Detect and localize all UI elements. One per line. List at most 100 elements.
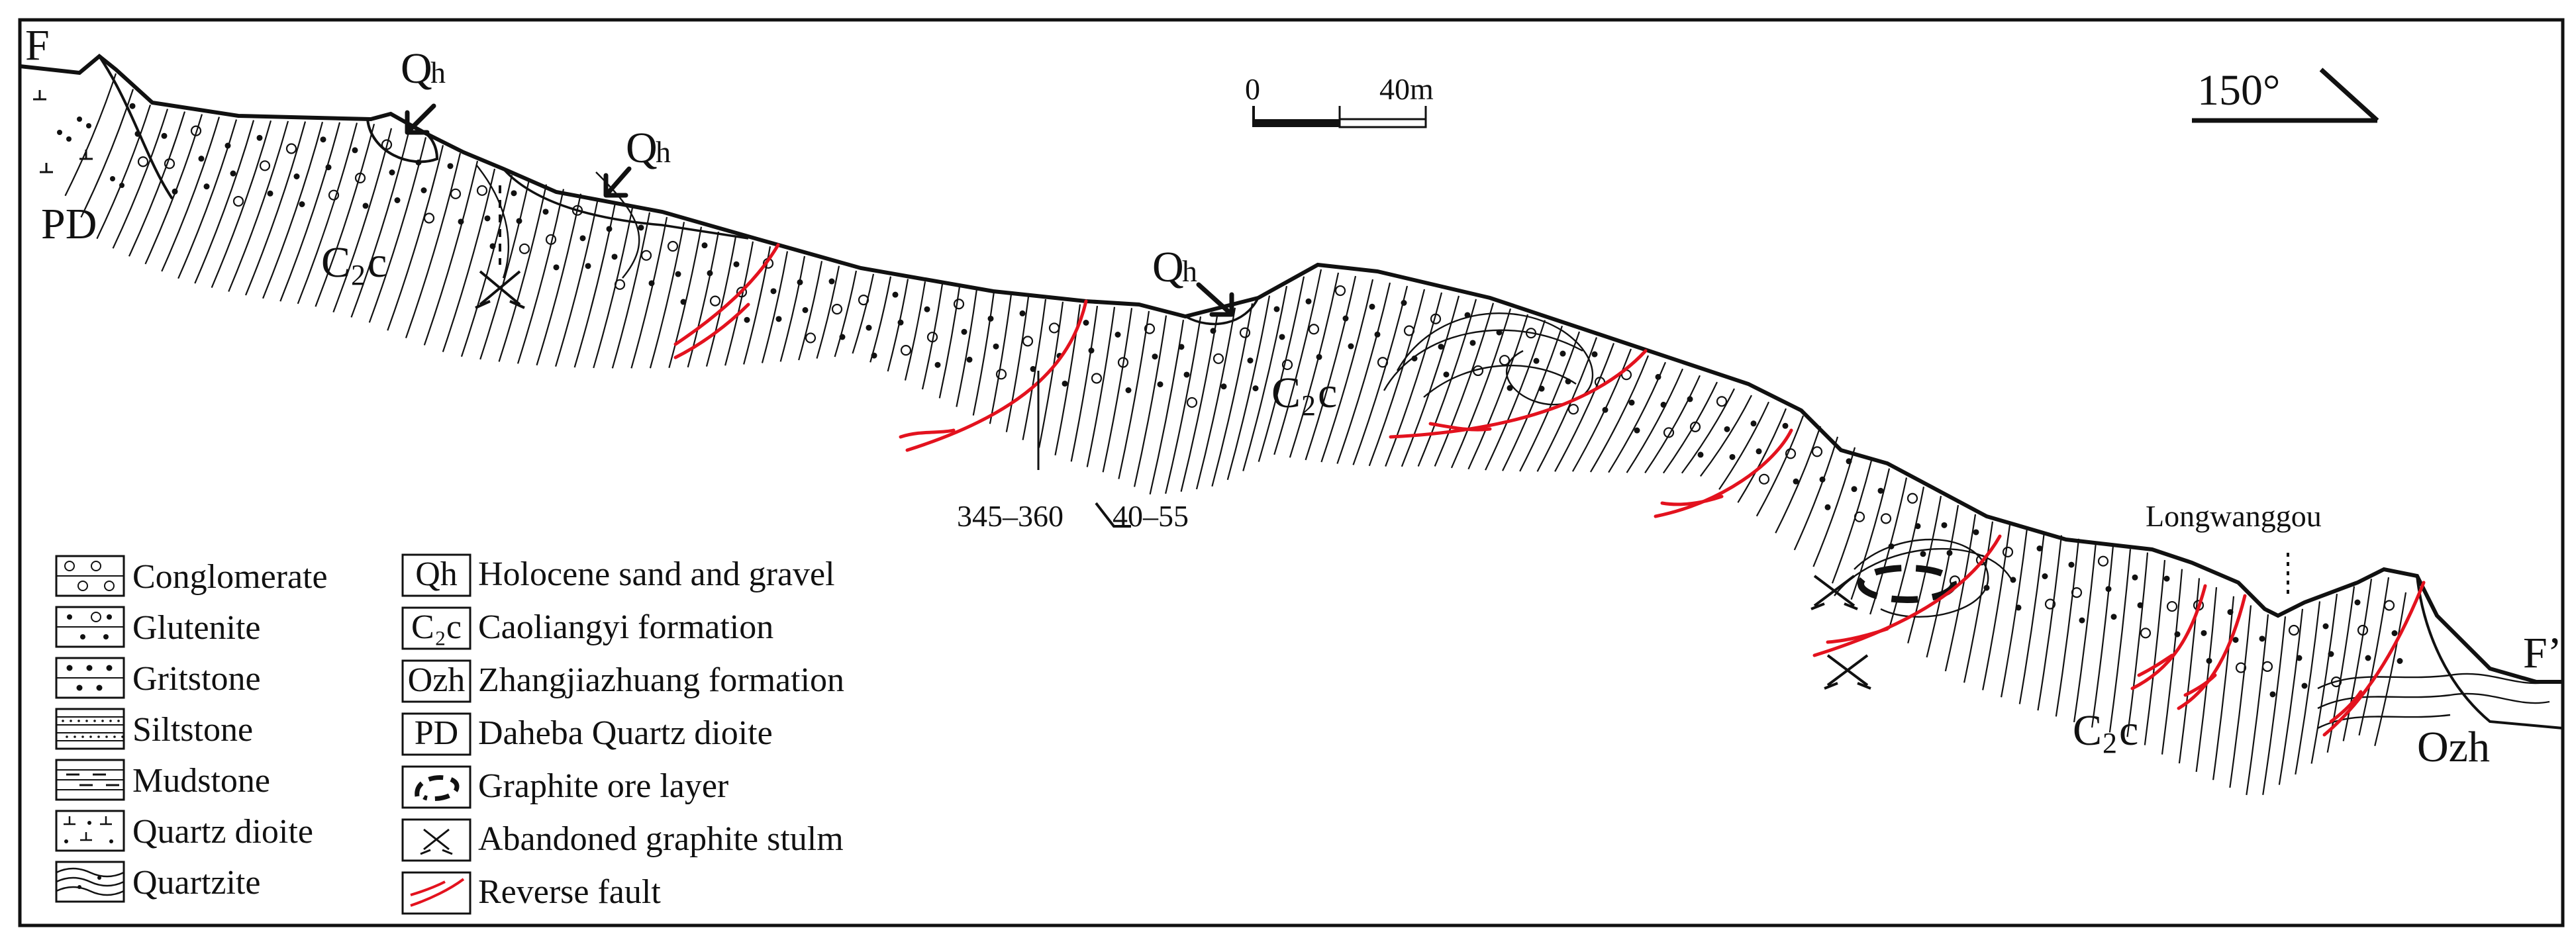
graphite-ore-layer bbox=[1858, 565, 1957, 603]
svg-text:c: c bbox=[1318, 369, 1337, 417]
svg-text:h: h bbox=[1182, 254, 1197, 288]
legend-unit-6: Reverse fault bbox=[401, 871, 661, 915]
svg-text:2: 2 bbox=[1301, 389, 1316, 422]
legend-item-6: Quartzite bbox=[55, 861, 260, 903]
stulm-icon bbox=[401, 818, 471, 862]
unit-c2c-1: C 2 c bbox=[321, 238, 387, 291]
fault-8 bbox=[2322, 581, 2426, 737]
fault-7-arrow bbox=[2183, 673, 2217, 697]
map-frame bbox=[18, 18, 2565, 927]
ozh-contact bbox=[2416, 575, 2563, 730]
fault-1-arrow bbox=[673, 303, 750, 359]
unit-qh-3: Q h bbox=[1152, 243, 1197, 291]
gritstone-dots bbox=[33, 90, 2403, 698]
legend-label: Quartz dioite bbox=[132, 813, 313, 851]
svg-text:Ozh: Ozh bbox=[408, 661, 466, 699]
fault-6-arrow bbox=[2137, 653, 2174, 677]
attitude-dip: 40–55 bbox=[1113, 499, 1189, 533]
attitude-strike: 345–360 bbox=[957, 499, 1064, 533]
legend-item-2: Gritstone bbox=[55, 657, 261, 699]
svg-text:C₂c: C₂c bbox=[411, 608, 462, 646]
place-longwanggou: Longwanggou bbox=[2146, 499, 2322, 533]
unit-ozh: Ozh bbox=[2417, 723, 2490, 771]
legend-label: Holocene sand and gravel bbox=[478, 555, 835, 593]
legend-unit-2: Ozh Zhangjiazhuang formation bbox=[401, 659, 844, 703]
fault-6 bbox=[2130, 584, 2207, 690]
svg-text:Q: Q bbox=[626, 124, 658, 172]
mudstone-icon bbox=[55, 759, 125, 801]
qh-deposit-1 bbox=[366, 118, 439, 164]
reverse-fault-icon bbox=[401, 871, 471, 915]
legend-item-3: Siltstone bbox=[55, 708, 253, 750]
legend-label: Quartzite bbox=[132, 864, 260, 902]
lithology-legend: ConglomerateGluteniteGritstoneSiltstoneM… bbox=[55, 555, 328, 903]
qh-code-icon: Qh bbox=[401, 553, 471, 597]
ozh-code-icon: Ozh bbox=[401, 659, 471, 703]
svg-text:2: 2 bbox=[351, 259, 366, 291]
fault-3-arrow bbox=[1428, 422, 1492, 432]
scale-end: 40m bbox=[1379, 72, 1434, 106]
fault-3 bbox=[1389, 349, 1648, 439]
fault-5-arrow bbox=[1826, 627, 1889, 644]
legend-label: Reverse fault bbox=[478, 873, 661, 911]
legend-label: Daheba Quartz dioite bbox=[478, 714, 773, 752]
fault-7 bbox=[2177, 594, 2247, 710]
svg-text:Q: Q bbox=[1152, 243, 1184, 291]
legend-item-0: Conglomerate bbox=[55, 555, 328, 597]
stulm-symbols bbox=[475, 185, 1871, 690]
legend-label: Graphite ore layer bbox=[478, 767, 728, 805]
qh-arrows bbox=[405, 103, 1234, 317]
legend-label: Mudstone bbox=[132, 762, 270, 800]
legend-item-5: Quartz dioite bbox=[55, 810, 313, 852]
endpoint-f: F bbox=[25, 21, 50, 70]
scale-bar: 0 40m bbox=[1245, 72, 1434, 128]
unit-c2c-2: C 2 c bbox=[1271, 369, 1337, 422]
fault-1 bbox=[673, 243, 780, 346]
graphite-ore-icon bbox=[401, 765, 471, 809]
unit-c2c-3: C 2 c bbox=[2073, 706, 2138, 759]
topographic-surface bbox=[19, 54, 2563, 684]
pd-contact bbox=[98, 55, 173, 200]
svg-text:Qh: Qh bbox=[415, 555, 458, 593]
gritstone-icon bbox=[55, 657, 125, 699]
legend-label: Gritstone bbox=[132, 660, 261, 698]
orientation-label: 150° bbox=[2197, 66, 2280, 115]
fold-structures bbox=[476, 165, 2550, 730]
svg-text:PD: PD bbox=[415, 714, 458, 752]
legend-unit-3: PD Daheba Quartz dioite bbox=[401, 712, 773, 756]
legend-label: Conglomerate bbox=[132, 558, 328, 596]
svg-text:C: C bbox=[321, 238, 350, 287]
qh-deposit-3 bbox=[1185, 297, 1260, 326]
svg-text:C: C bbox=[1271, 369, 1301, 417]
svg-text:Q: Q bbox=[401, 44, 432, 93]
legend-unit-5: Abandoned graphite stulm bbox=[401, 818, 844, 862]
orientation-indicator: 150° bbox=[2192, 66, 2379, 123]
svg-text:h: h bbox=[430, 56, 446, 89]
c2c-code-icon: C₂c bbox=[401, 606, 471, 650]
qh-deposit-2 bbox=[502, 167, 749, 240]
legend-label: Siltstone bbox=[132, 711, 253, 749]
svg-text:c: c bbox=[2119, 706, 2138, 755]
legend-label: Caoliangyi formation bbox=[478, 608, 773, 646]
svg-text:h: h bbox=[656, 135, 671, 169]
legend-label: Abandoned graphite stulm bbox=[478, 820, 844, 858]
legend-unit-1: C₂c Caoliangyi formation bbox=[401, 606, 773, 650]
svg-text:C: C bbox=[2073, 706, 2102, 755]
legend-label: Glutenite bbox=[132, 609, 261, 647]
fault-2-arrow bbox=[899, 428, 956, 439]
siltstone-icon bbox=[55, 708, 125, 750]
unit-qh-2: Q h bbox=[626, 124, 671, 172]
svg-text:2: 2 bbox=[2103, 727, 2117, 759]
legend-unit-0: Qh Holocene sand and gravel bbox=[401, 553, 835, 597]
quartzite-icon bbox=[55, 861, 125, 903]
legend-item-1: Glutenite bbox=[55, 606, 261, 648]
pd-code-icon: PD bbox=[401, 712, 471, 756]
scale-zero: 0 bbox=[1245, 72, 1260, 106]
legend-label: Zhangjiazhuang formation bbox=[478, 661, 844, 699]
attitude-symbol bbox=[1095, 502, 1131, 528]
conglomerate-icon bbox=[55, 555, 125, 597]
fault-5 bbox=[1812, 534, 2002, 657]
legend-item-4: Mudstone bbox=[55, 759, 270, 801]
fault-8-arrow bbox=[2329, 690, 2363, 724]
